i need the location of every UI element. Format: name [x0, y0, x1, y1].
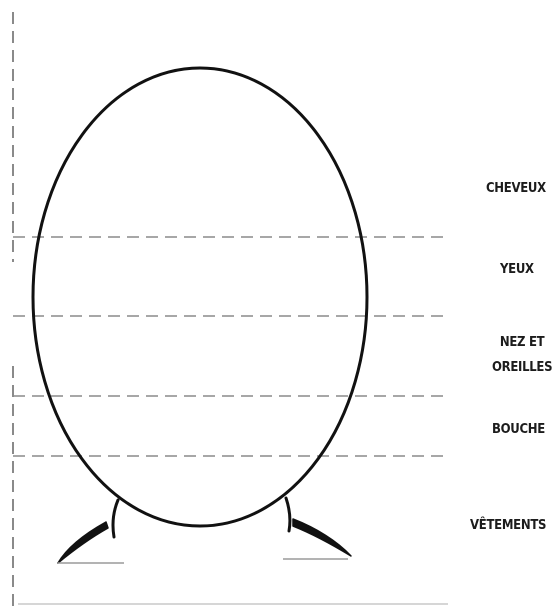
shoulder-left	[58, 522, 108, 563]
label-nose-ears-line1: NEZ ET	[492, 330, 552, 355]
label-eyes: YEUX	[500, 262, 534, 277]
label-hair: CHEVEUX	[486, 181, 546, 196]
head-outline	[33, 68, 367, 526]
label-mouth: BOUCHE	[492, 422, 545, 437]
shoulder-right	[293, 519, 351, 556]
neck-right	[286, 498, 290, 531]
label-nose-ears-line2: OREILLES	[492, 355, 552, 380]
label-clothes: VÊTEMENTS	[470, 518, 546, 533]
label-nose-ears: NEZ ET OREILLES	[492, 330, 552, 380]
neck-left	[113, 500, 118, 537]
